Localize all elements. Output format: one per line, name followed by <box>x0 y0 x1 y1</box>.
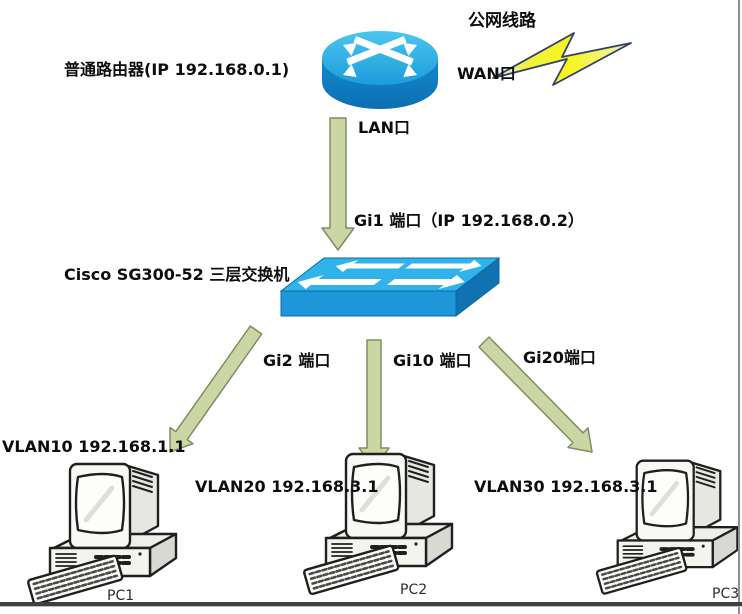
link-arrow-gi10-icon <box>358 339 390 469</box>
gi20-port-label: Gi20端口 <box>523 348 596 367</box>
gi2-port-label: Gi2 端口 <box>263 351 331 370</box>
vlan30-label: VLAN30 192.168.3.1 <box>474 477 658 496</box>
pc1-icon <box>28 464 176 605</box>
pc3-label: PC3 <box>712 586 740 602</box>
internet-line-label: 公网线路 <box>468 11 536 31</box>
router-arrows-icon <box>343 36 417 78</box>
vlan20-label: VLAN20 192.168.3.1 <box>195 477 379 496</box>
vlan10-label: VLAN10 192.168.1.1 <box>2 437 186 456</box>
pc2-icon <box>304 454 452 595</box>
switch-label: Cisco SG300-52 三层交换机 <box>64 265 290 284</box>
wan-port-label: WAN口 <box>457 64 516 83</box>
frame-border-bottom <box>0 602 742 606</box>
gi1-port-label: Gi1 端口（IP 192.168.0.2） <box>354 211 584 230</box>
switch-icon <box>279 256 501 318</box>
router-icon <box>322 31 438 109</box>
link-arrow-gi20-icon <box>478 336 593 453</box>
pc1-label: PC1 <box>107 588 135 604</box>
lightning-icon <box>492 32 632 86</box>
frame-border-right <box>738 0 740 614</box>
lan-port-label: LAN口 <box>358 118 410 137</box>
switch-arrows-icon <box>297 260 482 289</box>
link-arrow-gi2-icon <box>169 325 263 453</box>
router-label: 普通路由器(IP 192.168.0.1) <box>64 60 290 79</box>
link-arrow-router-to-switch-icon <box>321 117 355 251</box>
pc2-label: PC2 <box>400 582 428 598</box>
frame-border-bottom-shadow <box>0 606 742 607</box>
gi10-port-label: Gi10 端口 <box>393 351 472 370</box>
